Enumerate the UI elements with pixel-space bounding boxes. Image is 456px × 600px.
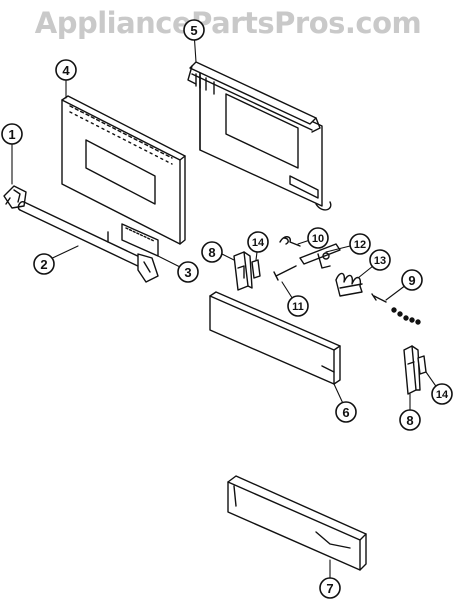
callout-14-upper-label: 14 (252, 237, 265, 249)
callout-4-label: 4 (62, 63, 70, 78)
callout-13: 13 (369, 249, 391, 271)
callout-9: 9 (401, 269, 423, 291)
callout-4: 4 (55, 59, 77, 81)
callout-2-label: 2 (40, 257, 47, 272)
callout-7: 7 (319, 577, 341, 599)
callout-1-label: 1 (8, 127, 15, 142)
callout-14-upper: 14 (247, 231, 269, 253)
callout-9-label: 9 (408, 273, 415, 288)
callout-13-label: 13 (374, 255, 386, 267)
callout-10: 10 (307, 227, 329, 249)
callout-14-lower-label: 14 (436, 389, 449, 401)
callout-5: 5 (183, 19, 205, 41)
callout-14-lower: 14 (431, 383, 453, 405)
callout-8-upper-label: 8 (208, 245, 215, 260)
callout-3-label: 3 (184, 265, 191, 280)
part-latch-link (299, 243, 341, 269)
callout-12: 12 (349, 233, 371, 255)
callout-8-lower: 8 (399, 409, 421, 431)
part-spring-clip (279, 236, 301, 247)
part-screw-set (371, 293, 421, 325)
part-kick-panel (227, 475, 367, 571)
watermark-text: AppliancePartsPros.com (34, 6, 422, 40)
callout-11-label: 11 (292, 301, 304, 313)
part-hinge-upper (233, 251, 253, 291)
part-inner-door-liner (187, 61, 332, 211)
part-pin (273, 265, 297, 281)
part-hinge-lower (403, 345, 421, 395)
callout-7-label: 7 (326, 581, 333, 596)
part-outer-door-panel (61, 95, 186, 245)
callout-2: 2 (33, 253, 55, 275)
callout-3: 3 (177, 261, 199, 283)
callout-6: 6 (335, 401, 357, 423)
callout-6-label: 6 (342, 405, 349, 420)
callout-10-label: 10 (312, 233, 324, 245)
callout-8-lower-label: 8 (406, 413, 413, 428)
callout-1: 1 (1, 123, 23, 145)
part-tab-upper (251, 259, 261, 279)
callout-8-upper: 8 (201, 241, 223, 263)
part-handle-rod (17, 201, 159, 283)
callout-12-label: 12 (354, 239, 366, 251)
callout-11: 11 (287, 295, 309, 317)
callout-5-label: 5 (190, 23, 197, 38)
